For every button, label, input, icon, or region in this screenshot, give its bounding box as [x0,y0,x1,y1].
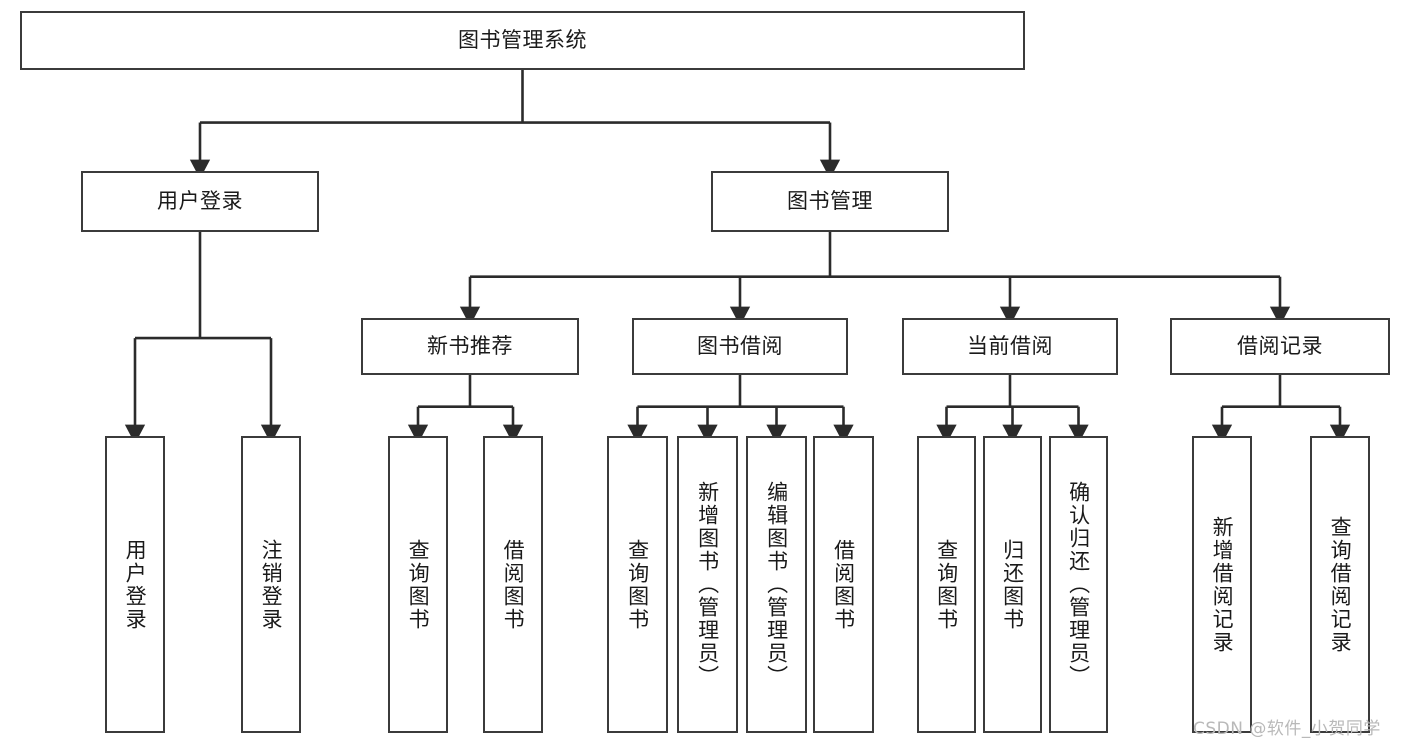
node-root[interactable]: 图书管理系统 [20,11,1025,70]
csdn-watermark: CSDN @软件_小贺同学 [1193,719,1381,739]
node-label: 确认归还（管理员） [1066,481,1091,688]
node-label: 借阅图书 [501,538,526,631]
node-login[interactable]: 用户登录 [81,171,319,232]
node-leaf-borrow-take[interactable]: 借阅图书 [813,436,874,733]
node-leaf-borrow-query[interactable]: 查询图书 [607,436,668,733]
node-label: 查询借阅记录 [1328,515,1353,654]
node-leaf-record-add[interactable]: 新增借阅记录 [1192,436,1252,733]
node-label: 借阅图书 [831,538,856,631]
node-label: 图书借阅 [697,333,783,358]
node-newbook[interactable]: 新书推荐 [361,318,579,375]
node-leaf-current-confirm[interactable]: 确认归还（管理员） [1049,436,1108,733]
node-label: 用户登录 [157,188,243,213]
node-leaf-current-query[interactable]: 查询图书 [917,436,976,733]
node-leaf-current-return[interactable]: 归还图书 [983,436,1042,733]
node-label: 归还图书 [1000,538,1025,631]
node-borrow[interactable]: 图书借阅 [632,318,848,375]
node-leaf-user-logout[interactable]: 注销登录 [241,436,301,733]
node-label: 图书管理系统 [458,27,587,52]
node-label: 编辑图书（管理员） [764,481,789,688]
node-current[interactable]: 当前借阅 [902,318,1118,375]
node-bookmgmt[interactable]: 图书管理 [711,171,949,232]
node-label: 注销登录 [259,538,284,631]
node-label: 查询图书 [625,538,650,631]
node-label: 借阅记录 [1237,333,1323,358]
node-label: 当前借阅 [967,333,1053,358]
node-leaf-record-query[interactable]: 查询借阅记录 [1310,436,1370,733]
node-label: 新增图书（管理员） [695,481,720,688]
node-label: 新书推荐 [427,333,513,358]
node-label: 用户登录 [123,538,148,631]
node-leaf-newbook-query[interactable]: 查询图书 [388,436,448,733]
node-leaf-borrow-edit[interactable]: 编辑图书（管理员） [746,436,807,733]
node-label: 查询图书 [934,538,959,631]
node-leaf-newbook-borrow[interactable]: 借阅图书 [483,436,543,733]
node-records[interactable]: 借阅记录 [1170,318,1390,375]
node-leaf-user-login[interactable]: 用户登录 [105,436,165,733]
node-label: 新增借阅记录 [1210,515,1235,654]
node-label: 图书管理 [787,188,873,213]
node-leaf-borrow-add[interactable]: 新增图书（管理员） [677,436,738,733]
node-label: 查询图书 [406,538,431,631]
